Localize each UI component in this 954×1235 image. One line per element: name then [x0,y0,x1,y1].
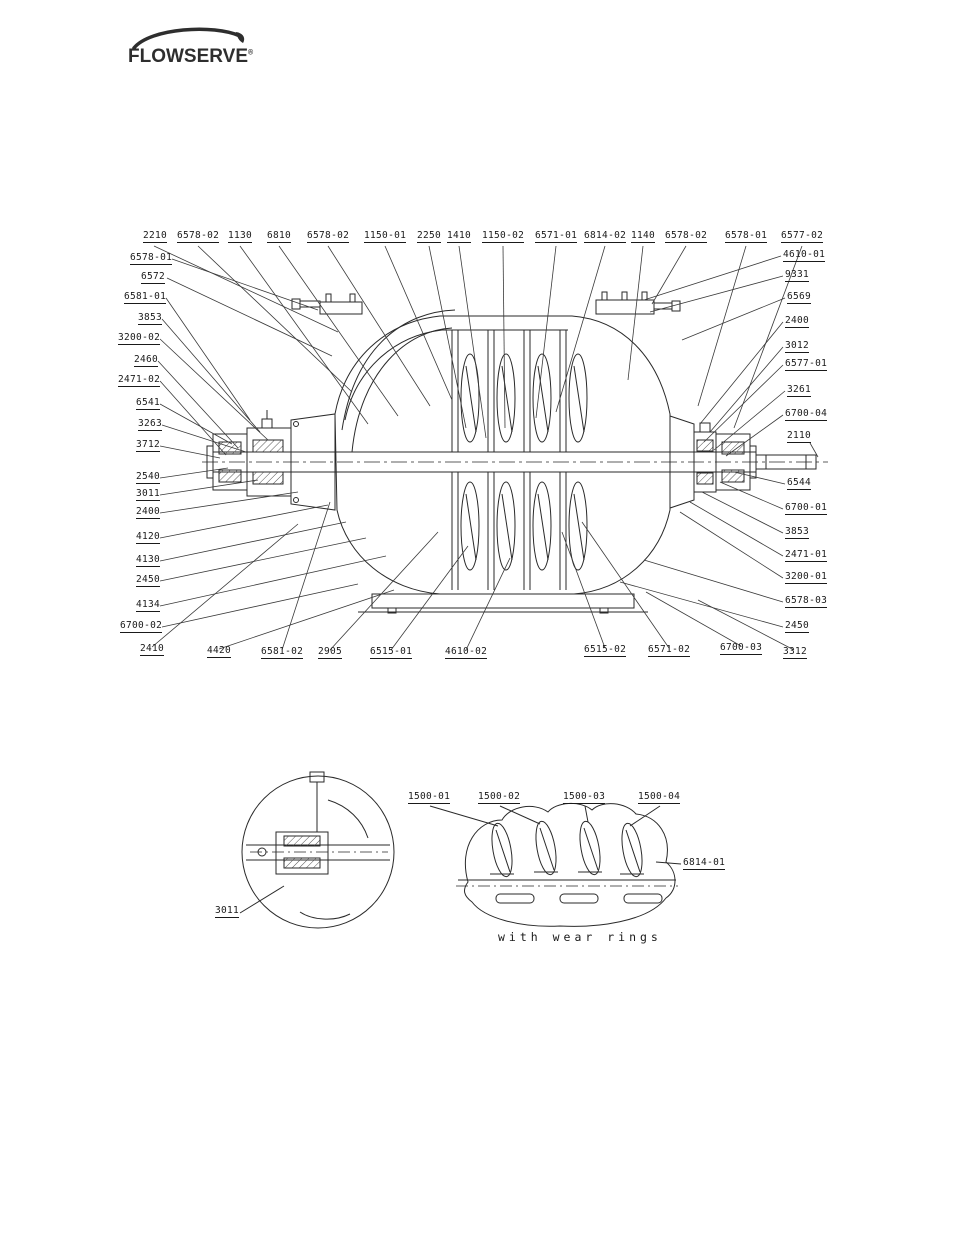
detail-impeller-view [429,803,682,927]
part-callout: 6700-03 [720,642,763,655]
part-callout: 6578-02 [665,230,708,243]
part-callout: 4420 [207,645,232,658]
part-callout: 6544 [787,477,812,490]
part-callout: 3263 [138,418,163,431]
part-callout: 1500-01 [408,791,451,804]
part-callout: 6571-01 [535,230,578,243]
registered-mark: ® [248,49,254,57]
part-callout: 2471-01 [785,549,828,562]
part-callout: 9331 [785,269,810,282]
part-callout: 2540 [136,471,161,484]
part-callout: 3200-01 [785,571,828,584]
part-callout: 1150-01 [364,230,407,243]
part-callout: 3853 [785,526,810,539]
part-callout: 1500-04 [638,791,681,804]
part-callout: 3712 [136,439,161,452]
part-callout: 6541 [136,397,161,410]
logo-wordmark: FLOWSERVE [128,46,248,67]
part-callout: 6810 [267,230,292,243]
part-callout: 4134 [136,599,161,612]
part-callout: 6814-01 [683,857,726,870]
part-callout: 6700-01 [785,502,828,515]
logo-swoosh-icon [132,27,245,50]
flowserve-logo: FLOWSERVE® [126,24,266,74]
part-callout: 6572 [141,271,166,284]
part-callout: 4120 [136,531,161,544]
part-callout: 6581-01 [124,291,167,304]
part-callout: 1130 [228,230,253,243]
part-callout: 1500-03 [563,791,606,804]
part-callout: 6578-01 [725,230,768,243]
part-callout: 3261 [787,384,812,397]
detail-bearing-view [239,771,395,929]
part-callout: 6515-02 [584,644,627,657]
wear-rings-caption: with wear rings [498,930,662,944]
part-callout: 1410 [447,230,472,243]
part-callout: 6569 [787,291,812,304]
part-callout: 6581-02 [261,646,304,659]
part-callout: 2410 [140,643,165,656]
part-callout: 2400 [785,315,810,328]
part-callout: 3312 [783,646,808,659]
part-callout: 4610-02 [445,646,488,659]
part-callout: 6578-03 [785,595,828,608]
part-callout: 1500-02 [478,791,521,804]
part-callout: 2110 [787,430,812,443]
part-callout: 4130 [136,554,161,567]
part-callout: 3012 [785,340,810,353]
part-callout: 6571-02 [648,644,691,657]
part-callout: 6577-01 [785,358,828,371]
part-callout: 3011 [136,488,161,501]
part-callout: 6578-01 [130,252,173,265]
part-callout: 6515-01 [370,646,413,659]
part-callout: 2450 [136,574,161,587]
leader-lines [151,245,819,651]
part-callout: 2250 [417,230,442,243]
part-callout: 3200-02 [118,332,161,345]
part-callout: 2905 [318,646,343,659]
part-callout: 3011 [215,905,240,918]
part-callout: 4610-01 [783,249,826,262]
part-callout: 6577-02 [781,230,824,243]
main-section-view [202,291,828,614]
part-callout: 6578-02 [177,230,220,243]
part-callout: 6700-04 [785,408,828,421]
part-callout: 2471-02 [118,374,161,387]
part-callout: 6814-02 [584,230,627,243]
part-callout: 1150-02 [482,230,525,243]
part-callout: 2210 [143,230,168,243]
logo-text: FLOWSERVE® [128,46,253,68]
part-callout: 2460 [134,354,159,367]
part-callout: 1140 [631,230,656,243]
part-callout: 2400 [136,506,161,519]
part-callout: 6578-02 [307,230,350,243]
part-callout: 2450 [785,620,810,633]
part-callout: 3853 [138,312,163,325]
part-callout: 6700-02 [120,620,163,633]
